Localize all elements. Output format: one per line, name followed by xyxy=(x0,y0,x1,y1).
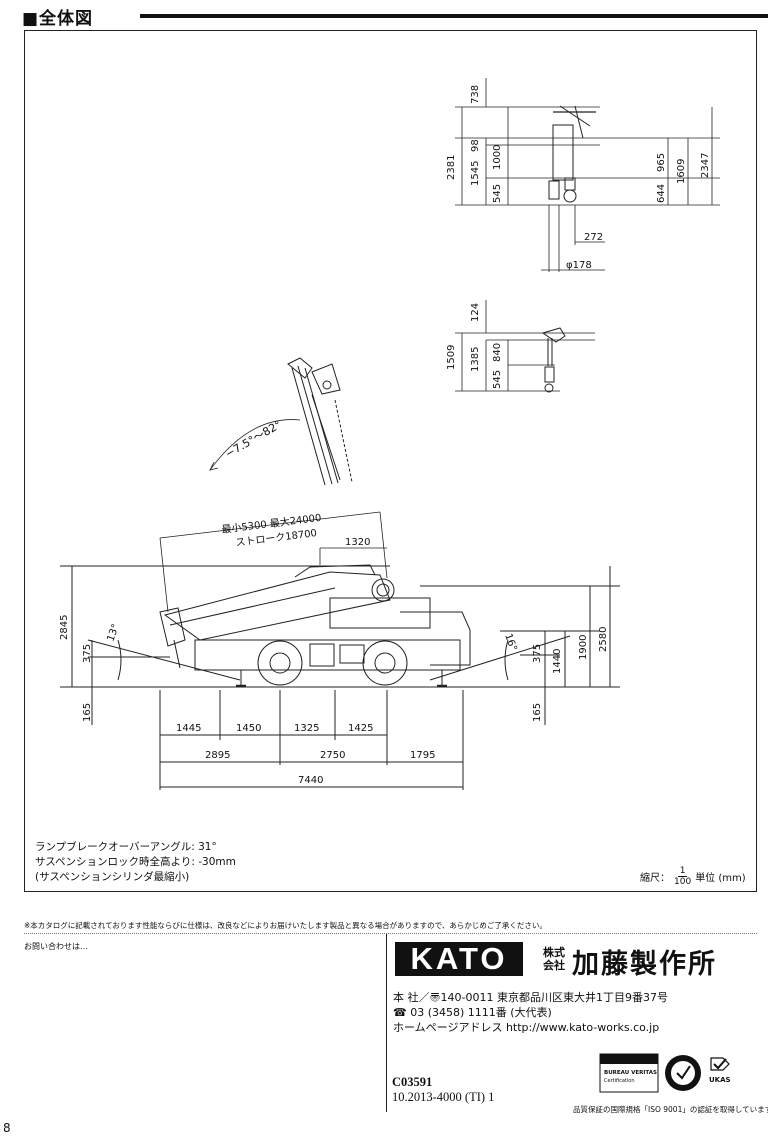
scale-label: 縮尺： xyxy=(640,873,670,884)
dim-1450: 1450 xyxy=(236,723,261,734)
stroke-dimension xyxy=(159,511,388,613)
dim-2895: 2895 xyxy=(205,750,230,761)
note-suspension-lock: サスペンションロック時全高より: -30mm xyxy=(35,856,236,868)
raised-boom xyxy=(209,357,353,486)
heading-rule xyxy=(140,14,768,18)
stroke-labels: 最小5300 最大24000 ストローク18700 1320 xyxy=(221,511,371,549)
certification-marks: ISO 9001 BUREAU VERITAS Certification UK… xyxy=(599,1053,731,1093)
inquiry-label: お問い合わせは… xyxy=(24,942,88,951)
dim-644: 644 xyxy=(656,184,667,203)
dim-1440: 1440 xyxy=(552,649,563,674)
dim-272: 272 xyxy=(584,232,603,243)
boom-angle-label: −7.5°～82° xyxy=(223,418,284,461)
dim-7440: 7440 xyxy=(298,775,323,786)
company-address: 本 社／〠140-0011 東京都品川区東大井1丁目9番37号 ☎ 03 (34… xyxy=(393,990,668,1035)
crane-drawing: 2381 738 98 1545 1000 545 965 644 1609 2… xyxy=(59,78,720,790)
dim-545b: 545 xyxy=(492,370,503,389)
dim-1900: 1900 xyxy=(578,635,589,660)
dotted-divider xyxy=(24,933,757,934)
dim-1545: 1545 xyxy=(470,161,481,186)
scale-denominator: 100 xyxy=(674,877,692,887)
company-name: 加藤製作所 xyxy=(572,949,717,980)
page-number: 8 xyxy=(3,1121,11,1135)
dim-165-right: 165 xyxy=(532,703,543,722)
head-office-address: 本 社／〠140-0011 東京都品川区東大井1丁目9番37号 xyxy=(393,991,668,1004)
dim-2381: 2381 xyxy=(446,155,457,180)
dim-1509: 1509 xyxy=(446,345,457,370)
dim-1445: 1445 xyxy=(176,723,201,734)
dim-178: φ178 xyxy=(566,260,592,271)
dim-98: 98 xyxy=(470,139,481,152)
drawing-notes: ランプブレークオーバーアングル: 31° サスペンションロック時全高より: -3… xyxy=(35,840,236,885)
dim-124: 124 xyxy=(470,303,481,322)
dim-375-front: 375 xyxy=(82,644,93,663)
catalog-number: C03591 xyxy=(392,1075,433,1089)
kato-logo: KATO xyxy=(395,941,523,976)
dim-2580: 2580 xyxy=(598,627,609,652)
bv-label: BUREAU VERITAS xyxy=(604,1070,657,1076)
phone-number: ☎ 03 (3458) 1111番 (大代表) xyxy=(393,1006,552,1019)
disclaimer: ※本カタログに記載されております性能ならびに仕様は、改良などによりお届けいたしま… xyxy=(24,921,547,930)
cert-caption: 品質保証の国際規格「ISO 9001」の認証を取得しています。 xyxy=(573,1105,768,1114)
note-suspension-cylinder: (サスペンションシリンダ最縮小) xyxy=(35,871,190,883)
dim-1425: 1425 xyxy=(348,723,373,734)
drawing-frame xyxy=(24,30,757,892)
crane-side-view xyxy=(60,564,620,790)
iso-banner xyxy=(600,1054,658,1064)
dim-2347: 2347 xyxy=(700,153,711,178)
seal-check-icon xyxy=(676,1065,691,1080)
scale-numerator: 1 xyxy=(677,866,688,877)
dim-1000: 1000 xyxy=(492,145,503,170)
ukas-check-icon xyxy=(713,1058,727,1070)
dim-965: 965 xyxy=(656,153,667,172)
dim-1325: 1325 xyxy=(294,723,319,734)
heading-title: ■全体図 xyxy=(22,9,94,29)
scale-unit: 単位 (mm) xyxy=(695,873,746,884)
dim-1795: 1795 xyxy=(410,750,435,761)
upper-hook-labels: 2381 738 98 1545 1000 545 965 644 1609 2… xyxy=(446,85,711,271)
company-type-line1: 株式 xyxy=(543,946,565,959)
rear-angle: 16° xyxy=(502,632,518,652)
catalog-edition: 10.2013-4000 (TI) 1 xyxy=(392,1090,495,1104)
dim-1609: 1609 xyxy=(676,159,687,184)
side-view-labels: 2845 375 13° 16° 375 1440 1900 2580 165 … xyxy=(59,615,609,786)
company-type: 株式 会社 xyxy=(541,946,567,972)
scale-note: 縮尺： 1 100 単位 (mm) xyxy=(640,866,746,887)
company-type-line2: 会社 xyxy=(543,959,565,972)
section-heading: ■全体図 xyxy=(22,4,768,29)
dim-840: 840 xyxy=(492,343,503,362)
lower-hook-detail xyxy=(455,300,595,393)
dim-375-rear: 375 xyxy=(532,644,543,663)
iso-label: ISO 9001 xyxy=(604,1056,640,1064)
ukas-label: UKAS xyxy=(709,1076,731,1084)
bv-sub-label: Certification xyxy=(604,1078,635,1084)
dim-1320: 1320 xyxy=(345,537,370,548)
catalog-code: C03591 10.2013-4000 (TI) 1 xyxy=(392,1075,494,1105)
dim-545: 545 xyxy=(492,184,503,203)
homepage-url[interactable]: ホームページアドレス http://www.kato-works.co.jp xyxy=(393,1021,660,1034)
dim-1385: 1385 xyxy=(470,347,481,372)
dim-2750: 2750 xyxy=(320,750,345,761)
lower-hook-labels: 1509 124 1385 840 545 xyxy=(446,303,503,389)
scale-fraction: 1 100 xyxy=(674,866,691,887)
dim-165-left: 165 xyxy=(82,703,93,722)
seal-inner xyxy=(671,1061,695,1085)
dim-2845: 2845 xyxy=(59,615,70,640)
front-angle: 13° xyxy=(105,623,121,643)
dim-738: 738 xyxy=(470,85,481,104)
note-ramp-angle: ランプブレークオーバーアングル: 31° xyxy=(35,841,217,853)
upper-hook-detail xyxy=(455,78,720,272)
footer-divider xyxy=(386,934,387,1112)
ukas-crown-icon xyxy=(710,1057,730,1071)
